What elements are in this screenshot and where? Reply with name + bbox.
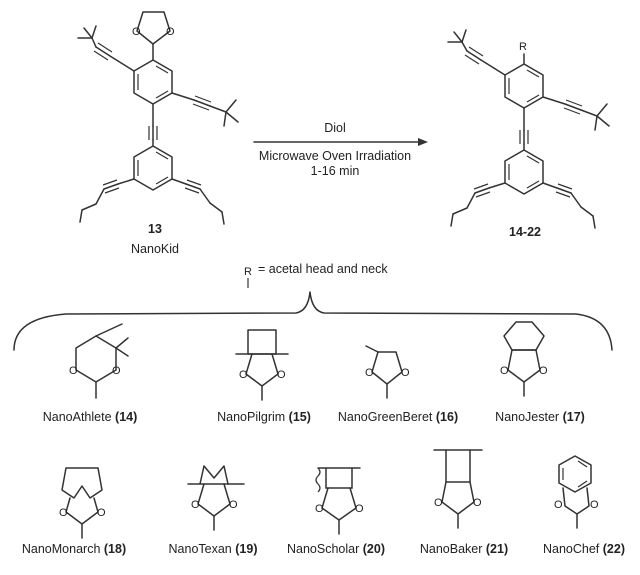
scholar-oxygen-left: O (315, 503, 324, 515)
monarch-oxygen-right: O (97, 507, 106, 519)
baker-oxygen-left: O (434, 497, 443, 509)
pilgrim-oxygen-right: O (277, 369, 286, 381)
head-oxygen-right: O (166, 26, 175, 38)
product-label-20: NanoScholar (20) (287, 542, 385, 556)
reaction-arrow (253, 138, 428, 146)
texan-oxygen-left: O (191, 499, 200, 511)
nanobaker-structure (433, 449, 483, 529)
texan-oxygen-right: O (229, 499, 238, 511)
product-label-22: NanoChef (22) (543, 542, 625, 556)
conditions-label: Microwave Oven Irradiation (259, 149, 411, 163)
product-label-18: NanoMonarch (18) (22, 542, 126, 556)
product-label-21: NanoBaker (21) (420, 542, 508, 556)
jester-oxygen-right: O (539, 365, 548, 377)
head-oxygen-left: O (132, 26, 141, 38)
product-r-group: R (519, 41, 527, 53)
athlete-oxygen-left: O (69, 365, 78, 377)
greenberet-oxygen-left: O (365, 367, 374, 379)
chef-oxygen-right: O (590, 499, 599, 511)
chef-oxygen-left: O (554, 499, 563, 511)
product-label-19: NanoTexan (19) (169, 542, 258, 556)
product-compound-number: 14-22 (509, 225, 541, 239)
pilgrim-oxygen-left: O (239, 369, 248, 381)
nanotexan-structure (187, 465, 245, 531)
nanogreenberet-structure (365, 345, 403, 399)
nanomonarch-structure (61, 467, 103, 539)
product-structure: R (447, 29, 610, 229)
product-label-17: NanoJester (17) (495, 410, 585, 424)
greenberet-oxygen-right: O (401, 367, 410, 379)
grouping-brace (13, 291, 613, 351)
nanoathlete-structure (75, 323, 129, 399)
product-label-15: NanoPilgrim (15) (217, 410, 311, 424)
r-definition-caption: = acetal head and neck (258, 262, 388, 276)
nanochef-structure (558, 455, 592, 529)
product-label-16: NanoGreenBeret (16) (338, 410, 458, 424)
monarch-oxygen-left: O (59, 507, 68, 519)
product-label-14: NanoAthlete (14) (43, 410, 138, 424)
time-label: 1-16 min (311, 164, 360, 178)
athlete-oxygen-right: O (112, 365, 121, 377)
nanopilgrim-structure (235, 329, 289, 401)
baker-oxygen-right: O (473, 497, 482, 509)
start-compound-name: NanoKid (131, 242, 179, 256)
nanoscholar-structure (315, 467, 361, 535)
scholar-oxygen-right: O (355, 503, 364, 515)
nanojester-structure (503, 321, 545, 397)
jester-oxygen-left: O (500, 365, 509, 377)
nanokid-structure: O O (77, 11, 239, 225)
reagent-label: Diol (324, 121, 346, 135)
start-compound-number: 13 (148, 222, 162, 236)
r-definition-symbol: R (244, 266, 252, 278)
